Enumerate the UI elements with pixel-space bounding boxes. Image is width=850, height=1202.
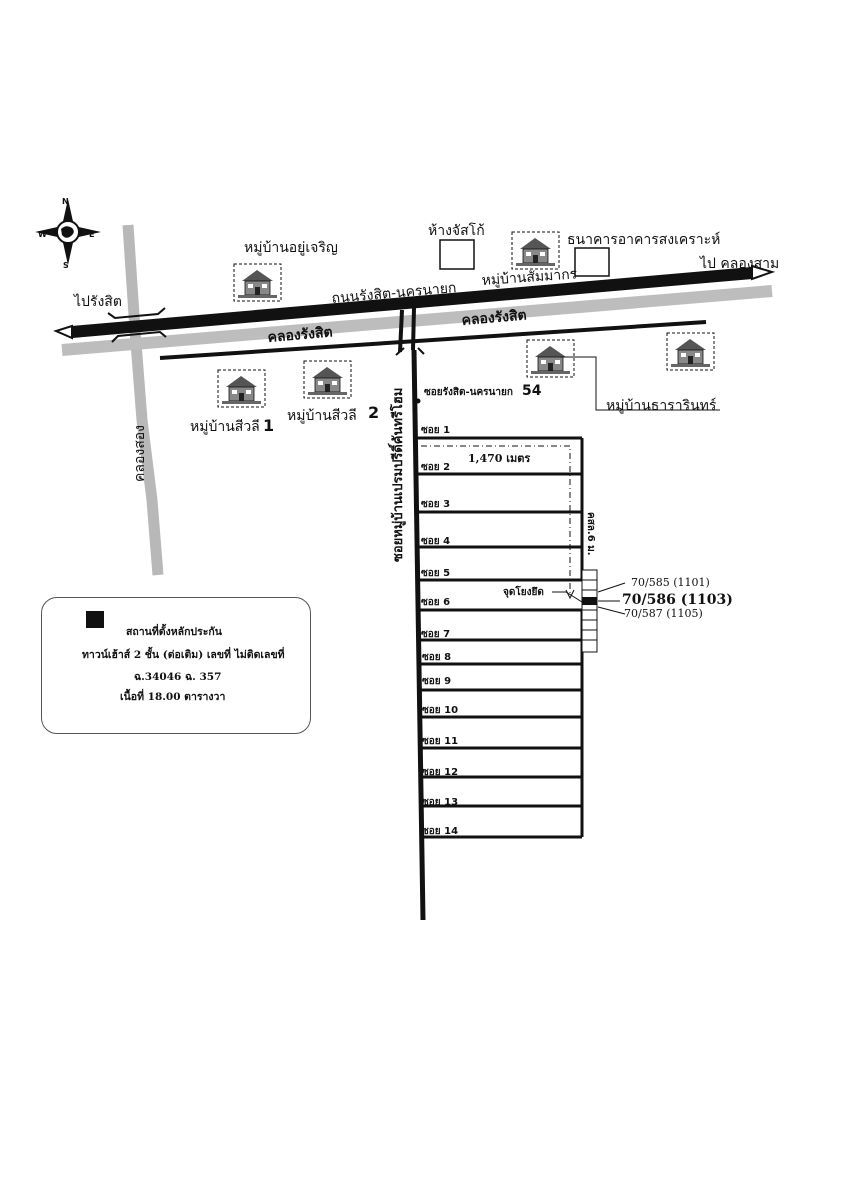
reference-point-label: จุดโยงยึด <box>503 585 544 598</box>
soi-label: ซอย 8 <box>422 652 451 663</box>
compass-s: S <box>63 261 69 270</box>
khlong-rangsit-label-right: คลองรังสิต <box>461 307 527 329</box>
village-main-road <box>411 349 426 921</box>
village-siwali-2-label: หมู่บ้านสีวลี <box>287 408 357 424</box>
thararin-leader <box>560 356 720 411</box>
distance-label: 1,470 เมตร <box>468 452 530 465</box>
distance-box <box>421 445 571 595</box>
house-icon <box>511 231 560 270</box>
compass-rose <box>35 199 101 265</box>
soi-label: ซอย 13 <box>422 797 458 808</box>
soi-54-marker <box>415 398 421 404</box>
soi-label: ซอย 14 <box>422 826 458 837</box>
jusco-box <box>439 239 475 270</box>
soi-54-number: 54 <box>522 383 542 399</box>
house-icon <box>217 369 266 408</box>
main-road <box>71 267 753 338</box>
plot-leader <box>597 582 626 615</box>
plot-below-label: 70/587 (1105) <box>624 607 703 620</box>
khlong-song-canal <box>122 224 164 576</box>
compass-w: W <box>38 230 47 239</box>
legend-line3: เนื้อที่ 18.00 ตารางวา <box>120 691 226 703</box>
soi-label: ซอย 6 <box>421 597 450 608</box>
soi-label: ซอย 11 <box>422 736 458 747</box>
compass-e: E <box>89 230 94 239</box>
plot-above-label: 70/585 (1101) <box>631 576 710 589</box>
gh-bank-label: ธนาคารอาคารสงเคราะห์ <box>567 231 720 248</box>
plot-subject-label: 70/586 (1103) <box>622 592 733 608</box>
road-width-label: คสล.6 ม. <box>585 512 596 556</box>
subject-plot <box>582 597 597 605</box>
soi-label: ซอย 2 <box>421 462 450 473</box>
to-khlong-sam-label: ไป คลองสาม <box>699 255 779 272</box>
legend-title: สถานที่ตั้งหลักประกัน <box>126 626 222 638</box>
village-yu-charoen-label: หมู่บ้านอยู่เจริญ <box>244 240 338 256</box>
legend-line2: ฉ.34046 ฉ. 357 <box>134 671 222 683</box>
village-siwali-1-label: หมู่บ้านสีวลี <box>190 419 260 435</box>
arrow-left-icon <box>53 324 73 340</box>
village-thararin-label: หมู่บ้านธารารินทร์ <box>606 397 717 414</box>
bridge-mark <box>107 307 166 320</box>
bridge-mark <box>111 330 167 343</box>
soi-label: ซอย 7 <box>421 629 450 640</box>
village-sammakorn-label: หมู่บ้านสัมมากร <box>481 266 578 289</box>
village-siwali-2-number: 2 <box>368 403 379 422</box>
reference-line <box>552 591 583 603</box>
village-road-label: ซอยหมู่บ้านเปรมปรีดิ์คันทรีโฮม <box>387 388 406 562</box>
soi-label: ซอย 1 <box>421 425 450 436</box>
soi-label: ซอย 4 <box>421 536 450 547</box>
legend-line1: ทาวน์เฮ้าส์ 2 ชั้น (ต่อเติม) เลขที่ ไม่ต… <box>82 649 285 661</box>
village-siwali-1-number: 1 <box>263 416 274 435</box>
gh-bank-box <box>574 247 610 277</box>
khlong-song-label: คลองสอง <box>132 425 148 482</box>
soi-label: ซอย 12 <box>422 767 458 778</box>
soi-label: ซอย 3 <box>421 499 450 510</box>
jusco-label: ห้างจัสโก้ <box>428 222 485 239</box>
arrow-right-icon <box>751 264 776 281</box>
house-icon <box>666 332 715 371</box>
soi-grid <box>417 436 584 839</box>
south-side-road <box>159 320 707 360</box>
soi-label: ซอย 9 <box>422 676 451 687</box>
to-rangsit-label: ไปรังสิต <box>73 293 122 310</box>
bridge-mark <box>395 347 425 356</box>
khlong-rangsit-canal <box>61 285 773 356</box>
house-icon <box>303 360 352 399</box>
soi-54-label: ซอยรังสิต-นครนายก <box>424 386 513 398</box>
house-icon <box>526 339 575 378</box>
legend-box: สถานที่ตั้งหลักประกัน ทาวน์เฮ้าส์ 2 ชั้น… <box>41 597 311 734</box>
soi-label: ซอย 10 <box>422 705 458 716</box>
legend-swatch <box>86 611 104 628</box>
townhouse-row <box>581 569 598 653</box>
soi-label: ซอย 5 <box>421 568 450 579</box>
khlong-rangsit-label-left: คลองรังสิต <box>267 324 333 346</box>
canal-crossing <box>398 307 416 353</box>
compass-n: N <box>62 197 69 206</box>
house-icon <box>233 263 282 302</box>
